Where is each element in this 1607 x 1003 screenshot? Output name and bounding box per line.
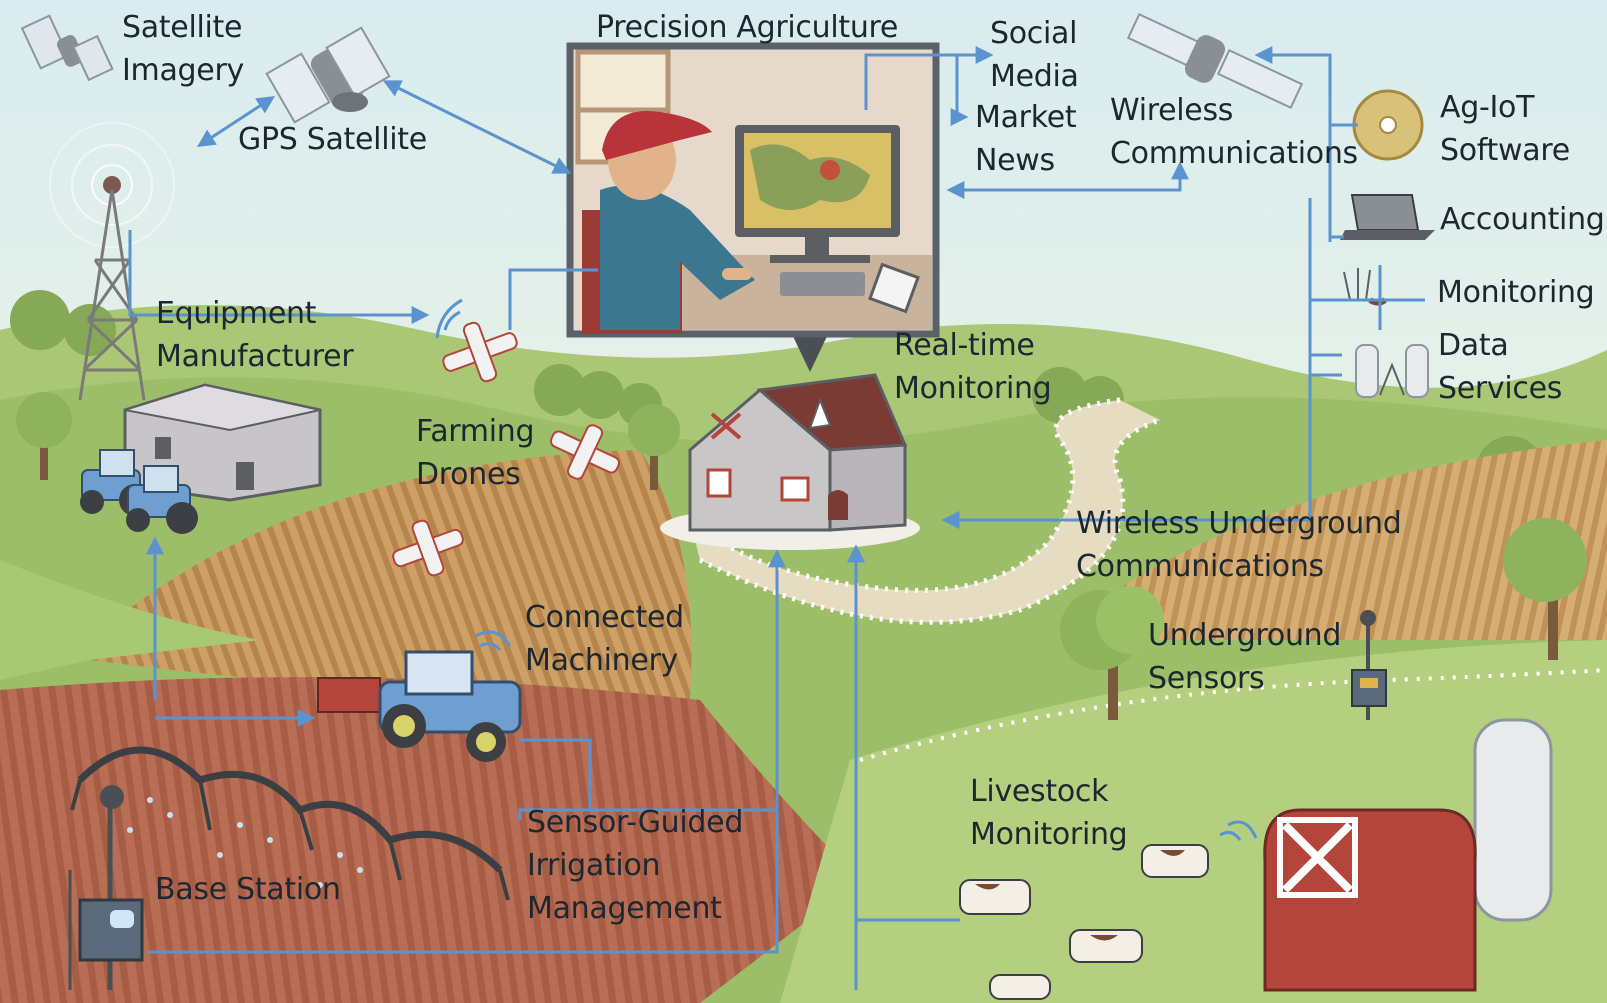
label-gps-satellite: GPS Satellite: [238, 122, 427, 157]
label-monitoring: Monitoring: [1437, 275, 1595, 310]
house-icon: [660, 373, 920, 550]
connector-lines: [128, 46, 1425, 990]
silo-icon: [1355, 344, 1429, 398]
irrigation-icon: [70, 746, 510, 901]
drone-signal-icon: [435, 298, 463, 339]
sensor-icon: [1351, 610, 1387, 720]
tractor-icon: [80, 449, 198, 534]
label-accounting: Accounting: [1440, 202, 1605, 237]
barn-icon: [1263, 718, 1553, 992]
comm-satellite-icon: [1126, 12, 1304, 110]
precision-agriculture-panel: [566, 42, 940, 372]
cell-tower-icon: [49, 122, 175, 401]
cow-icon: [959, 820, 1258, 1000]
gps-satellite-icon: [265, 26, 391, 124]
cd-icon: [1352, 89, 1424, 161]
drone-icon: [392, 321, 621, 577]
connected-tractor-icon: [317, 630, 522, 762]
label-precision-agriculture: Precision Agriculture: [596, 10, 899, 45]
trees: [16, 392, 1587, 720]
laptop-icon: [1340, 194, 1435, 240]
irrigation-spray: [127, 797, 363, 888]
satellite-icon: [20, 14, 114, 82]
label-base-station: Base Station: [155, 872, 341, 907]
base-station-icon: [68, 785, 144, 990]
farm-path: [688, 397, 1607, 762]
